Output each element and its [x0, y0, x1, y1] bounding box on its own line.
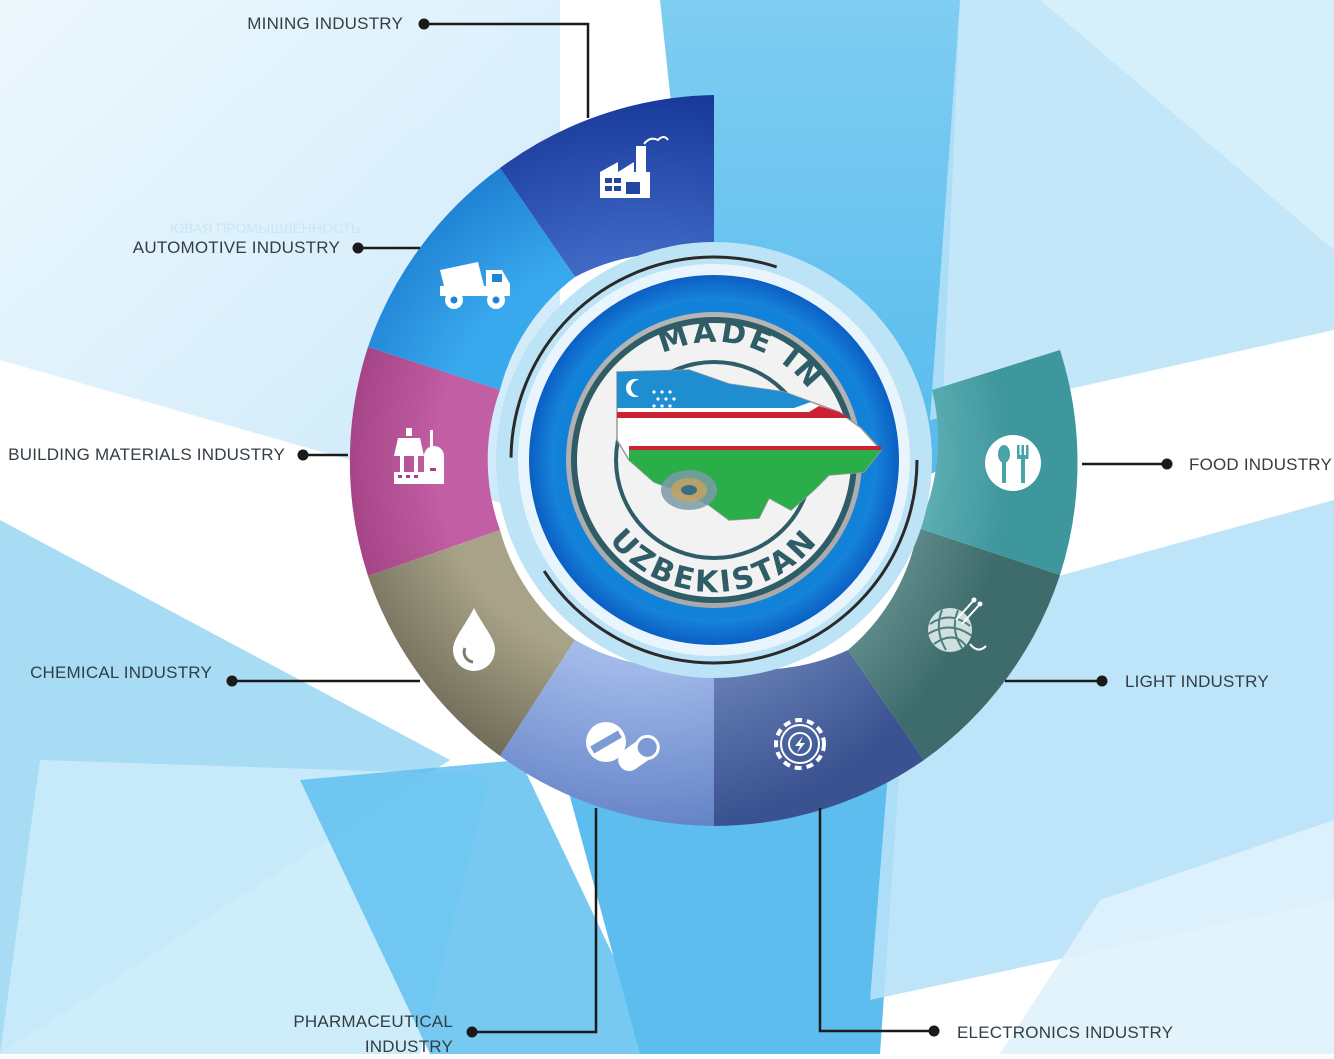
made-in-uzbekistan-seal: MADE IN UZBEKISTAN	[571, 314, 882, 603]
label-food: FOOD INDUSTRY	[1189, 455, 1333, 474]
connector-dots	[226, 18, 1173, 1038]
ghost-label: ЮВАЯ ПРОМЫШЛЕННОСТЬ	[170, 220, 361, 236]
label-electronics: ELECTRONICS INDUSTRY	[957, 1023, 1174, 1042]
connector-mining	[424, 22, 590, 118]
label-building: BUILDING MATERIALS INDUSTRY	[8, 445, 285, 464]
label-automotive: AUTOMOTIVE INDUSTRY	[132, 238, 340, 257]
spoon-fork-icon	[985, 435, 1041, 491]
connector-pharmaceutical	[472, 808, 598, 1034]
plant-tower-icon	[394, 428, 444, 484]
uzbekistan-flag-map	[616, 369, 882, 521]
label-mining: MINING INDUSTRY	[247, 14, 403, 33]
pills-icon	[586, 722, 660, 771]
gear-lightning-icon	[774, 718, 826, 770]
label-pharmaceutical-line1: PHARMACEUTICAL	[293, 1012, 453, 1031]
dump-truck-icon	[440, 262, 510, 309]
yarn-ball-icon	[927, 597, 987, 652]
label-light: LIGHT INDUSTRY	[1125, 672, 1269, 691]
label-chemical: CHEMICAL INDUSTRY	[30, 663, 212, 682]
connectors	[232, 22, 1167, 1034]
connector-electronics	[818, 808, 934, 1033]
label-pharmaceutical-line2: INDUSTRY	[364, 1037, 453, 1056]
factory-icon	[600, 136, 669, 198]
label-pharmaceutical: PHARMACEUTICAL INDUSTRY	[293, 1009, 453, 1059]
drop-icon	[453, 608, 495, 671]
